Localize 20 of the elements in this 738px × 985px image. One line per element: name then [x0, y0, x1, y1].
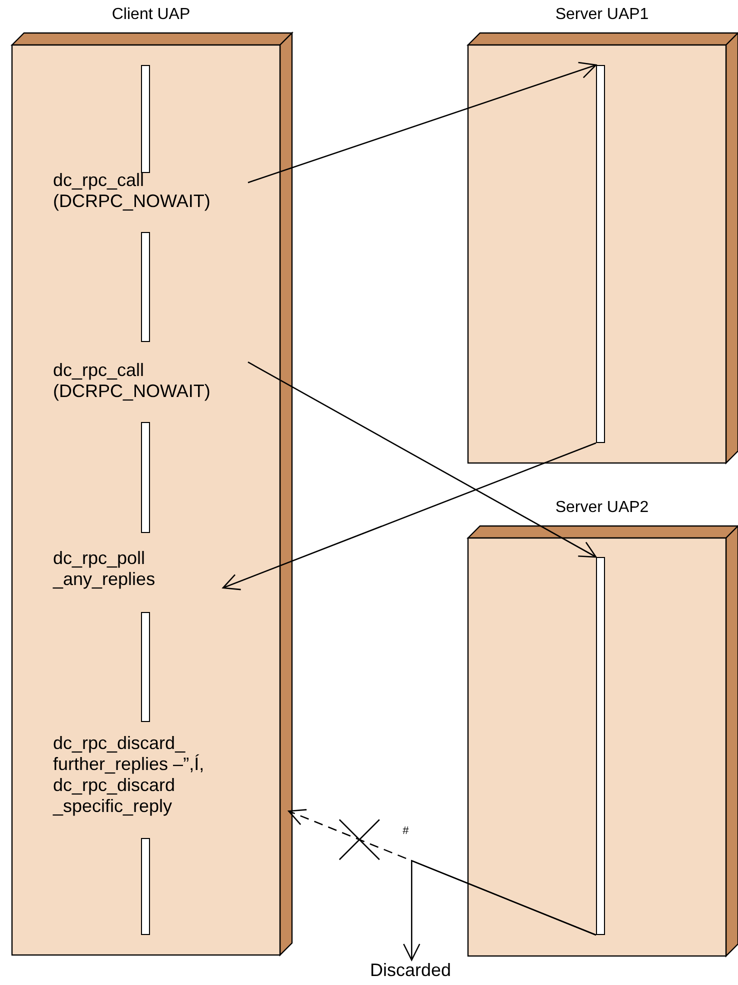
function-call-label: dc_rpc_call (DCRPC_NOWAIT) — [53, 170, 248, 212]
message-arrow — [403, 860, 596, 961]
lifeline-title: Server UAP1 — [555, 5, 649, 25]
message-arrow — [248, 362, 597, 558]
activation-bar — [141, 232, 150, 342]
function-call-label: dc_rpc_discard_ further_replies –”,Í, dc_rpc_discard _specific_reply — [53, 733, 258, 817]
activation-bar — [141, 838, 150, 935]
activation-bar — [141, 65, 150, 173]
edge-label: # — [402, 825, 409, 838]
activation-bar — [596, 65, 605, 443]
message-arrow — [248, 62, 597, 184]
message-arrow — [222, 442, 596, 590]
function-call-label: dc_rpc_call (DCRPC_NOWAIT) — [53, 360, 248, 402]
activation-bar — [596, 557, 605, 935]
function-call-label: dc_rpc_poll _any_replies — [53, 548, 223, 590]
activation-bar — [141, 422, 150, 533]
outcome-label: Discarded — [370, 960, 452, 981]
activation-bar — [141, 612, 150, 722]
lifeline-title: Server UAP2 — [555, 498, 649, 518]
lifeline-title: Client UAP — [112, 5, 190, 25]
